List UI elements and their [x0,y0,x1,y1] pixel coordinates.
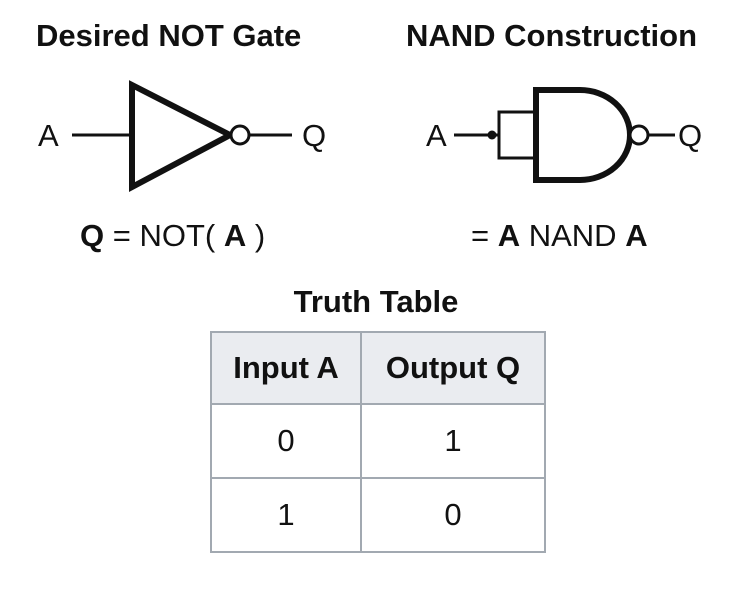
nand-construction-title: NAND Construction [406,18,698,53]
not-gate-triangle [129,80,237,192]
truth-table: Input A Output Q 0 1 1 0 [210,331,546,553]
not-expr-close: ) [246,218,266,253]
not-expr-a: A [223,218,247,253]
nand-output-label: Q [678,118,702,153]
not-expr-eq: = NOT( [104,218,224,253]
not-inversion-bubble [229,124,251,146]
table-header-row: Input A Output Q [210,331,546,405]
not-expr-q: Q [80,218,105,253]
not-gate-title: Desired NOT Gate [36,18,302,53]
table-row: 0 1 [210,403,546,479]
nand-expr-a2: A [625,218,648,253]
nand-inversion-bubble [628,124,650,146]
not-gate-diagram: A Q [38,80,326,192]
table-cell: 0 [210,403,362,479]
nand-expr-op: NAND [520,218,626,253]
nand-input-label: A [426,118,447,153]
nand-gate-body [533,87,633,183]
table-cell: 0 [360,477,546,553]
nand-construction-diagram: A Q [426,87,702,183]
truth-table-title: Truth Table [293,284,459,319]
table-cell: 1 [210,477,362,553]
nand-expr-eq: = [471,218,498,253]
header-output-q: Output Q [360,331,546,405]
header-input-a: Input A [210,331,362,405]
table-cell: 1 [360,403,546,479]
not-expression: Q = NOT( A ) [80,218,265,254]
nand-expression: = A NAND A [471,218,648,254]
not-input-label: A [38,118,59,153]
not-output-label: Q [302,118,326,153]
table-row: 1 0 [210,477,546,553]
nand-tied-inputs [497,110,533,160]
nand-expr-a1: A [497,218,521,253]
